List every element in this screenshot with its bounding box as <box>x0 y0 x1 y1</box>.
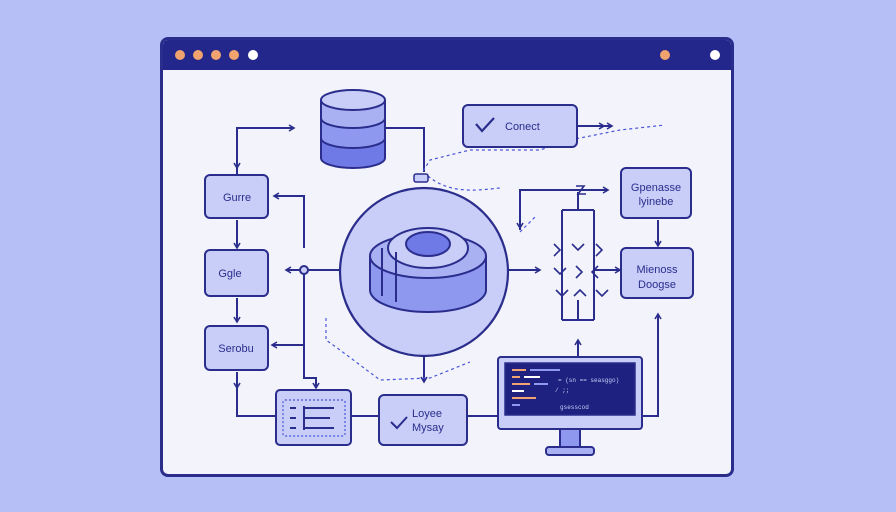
dash-small <box>520 216 536 232</box>
node-loyee-label-2: Mysay <box>412 422 444 434</box>
node-list[interactable] <box>276 390 351 445</box>
glyph-5 <box>576 266 582 278</box>
glyph-3 <box>596 244 602 256</box>
dash-hub-right <box>428 176 500 190</box>
monitor-neck <box>560 429 580 447</box>
node-connect-label: Conect <box>505 121 540 133</box>
edge-db-to-hub <box>386 128 424 172</box>
node-mienoss-label-2: Doogse <box>638 279 676 291</box>
junction-dot <box>300 266 308 274</box>
glyph-1 <box>554 244 560 256</box>
node-ggle[interactable]: Ggle <box>205 250 268 296</box>
glyph-2 <box>572 244 584 250</box>
edge-to-list <box>304 345 316 388</box>
database-icon[interactable] <box>321 90 385 168</box>
code-line-2: / ;; <box>555 387 569 394</box>
edge-monitor-right <box>642 372 658 416</box>
glyph-4 <box>554 268 566 274</box>
monitor-icon[interactable]: = (sn == seasggo) / ;; gsesscod <box>498 357 642 455</box>
code-line-3: gsesscod <box>560 404 589 411</box>
node-connect[interactable]: Conect <box>463 105 577 147</box>
grid-bottom-left <box>562 300 578 320</box>
node-mienoss-label-1: Mienoss <box>637 264 678 276</box>
node-gpenasse-label-2: lyinebe <box>639 196 674 208</box>
monitor-base <box>546 447 594 455</box>
node-loyee-label-1: Loyee <box>412 408 442 420</box>
node-gurre-label: Gurre <box>223 192 251 204</box>
node-ggle-label: Ggle <box>218 268 241 280</box>
code-line-1: = (sn == seasggo) <box>558 377 619 384</box>
node-serobu[interactable]: Serobu <box>205 326 268 370</box>
central-hub-icon[interactable] <box>340 188 508 356</box>
edge-serobu-to-list <box>237 388 276 416</box>
node-loyee[interactable]: Loyee Mysay <box>379 395 467 445</box>
glyph-9 <box>596 290 608 296</box>
edge-to-serobu <box>272 270 304 345</box>
node-gpenasse[interactable]: Gpenasse lyinebe <box>621 168 691 218</box>
edge-to-gurre-back <box>274 196 304 248</box>
node-serobu-label: Serobu <box>218 343 253 355</box>
node-mienoss[interactable]: Mienoss Doogse <box>621 248 693 298</box>
node-gpenasse-label-1: Gpenasse <box>631 182 681 194</box>
glyph-8 <box>574 290 586 296</box>
port-icon <box>414 174 428 182</box>
node-gurre[interactable]: Gurre <box>205 175 268 218</box>
